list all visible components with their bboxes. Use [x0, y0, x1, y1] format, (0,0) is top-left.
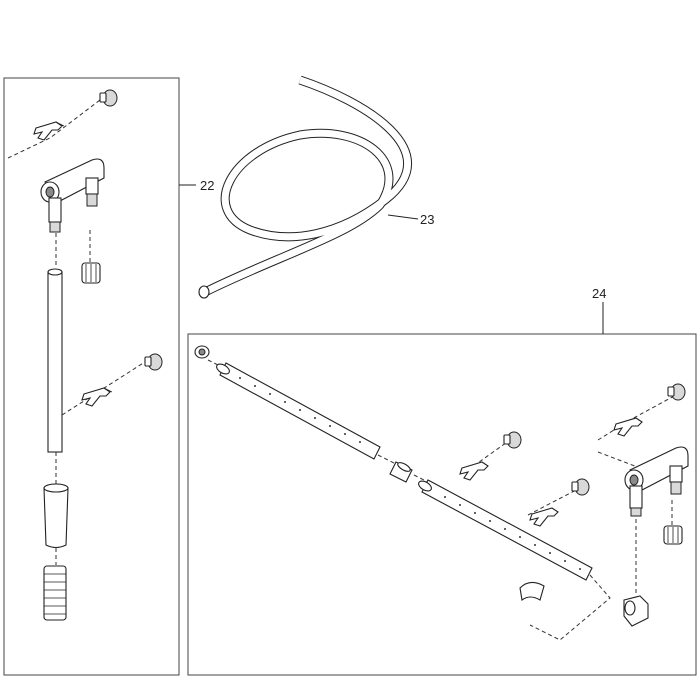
strainer-icon — [43, 565, 67, 621]
intake-tube-icon — [47, 268, 63, 453]
clip-holder-icon — [81, 387, 113, 407]
bottom-elbow-icon — [623, 595, 649, 627]
nut-icon — [663, 525, 683, 545]
suction-cup-icon — [571, 478, 590, 496]
end-cap-icon — [194, 345, 210, 359]
suction-cup-icon — [503, 431, 522, 449]
suction-cup-icon — [144, 353, 163, 371]
clip-holder-icon — [33, 121, 65, 141]
clip-holder-icon — [613, 417, 643, 437]
part-group-22: 22 — [3, 77, 214, 676]
callout-23: 23 — [420, 212, 434, 227]
clip-holder-icon — [529, 507, 559, 527]
suction-cup-icon — [99, 89, 118, 107]
tapered-sleeve-icon — [43, 483, 69, 549]
spray-bar-icon — [216, 362, 381, 460]
group-22-frame — [3, 77, 180, 676]
callout-24: 24 — [592, 286, 606, 301]
hose-icon — [198, 75, 413, 299]
connector-icon — [389, 461, 413, 483]
nut-icon — [81, 262, 101, 284]
spray-bar-icon — [418, 479, 593, 581]
outlet-elbow-icon — [624, 446, 689, 517]
outlet-elbow-icon — [40, 158, 105, 233]
callout-22: 22 — [200, 178, 214, 193]
suction-cup-icon — [667, 383, 686, 401]
end-plug-icon — [519, 581, 545, 601]
part-group-24: 24 — [187, 286, 697, 676]
clip-holder-icon — [459, 461, 489, 481]
hose-23: 23 — [198, 75, 434, 299]
group-24-frame — [187, 333, 697, 676]
